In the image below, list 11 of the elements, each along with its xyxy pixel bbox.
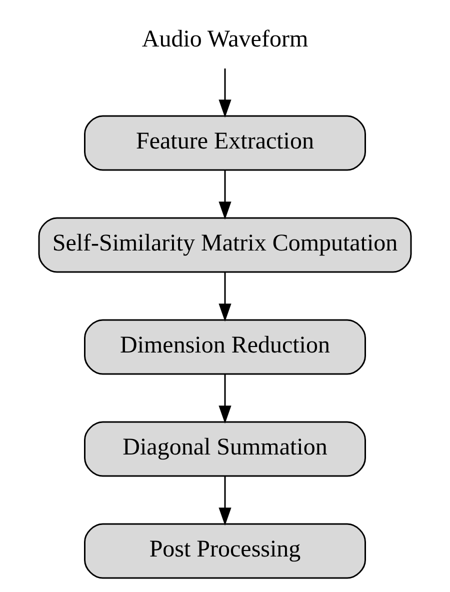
node-box: Self-Similarity Matrix Computation — [38, 217, 412, 273]
arrow — [218, 476, 232, 526]
node-text: Audio Waveform — [142, 26, 308, 53]
node-box: Diagonal Summation — [84, 421, 366, 477]
arrow — [218, 170, 232, 220]
arrow — [218, 374, 232, 424]
arrow — [218, 68, 232, 118]
node-box: Post Processing — [84, 523, 366, 579]
node-box: Dimension Reduction — [84, 319, 366, 375]
node-box: Feature Extraction — [84, 115, 366, 171]
arrow — [218, 272, 232, 322]
